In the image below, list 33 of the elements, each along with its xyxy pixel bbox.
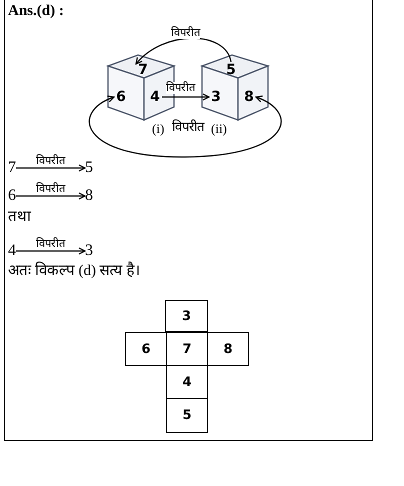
face-number: 6	[114, 89, 128, 105]
face-number: 4	[8, 242, 16, 260]
face-number: 5	[224, 62, 238, 78]
note-text: तथा	[8, 208, 31, 226]
net-face: 6	[125, 332, 167, 366]
net-face: 3	[165, 300, 208, 332]
face-number: 5	[85, 159, 93, 177]
edge-label: विपरीत	[172, 121, 204, 133]
face-number: 4	[148, 89, 162, 105]
curved-arrow	[89, 96, 282, 158]
face-number: 8	[85, 187, 93, 205]
face-number: 7	[136, 62, 150, 78]
arrow	[16, 247, 86, 255]
arrow	[16, 192, 86, 200]
cube-label: (ii)	[211, 120, 227, 138]
edge-label: विपरीत	[166, 82, 195, 94]
net-face: 5	[166, 398, 208, 433]
face-number: 7	[8, 159, 16, 177]
face-number: 3	[209, 89, 223, 105]
net-face: 4	[166, 365, 208, 399]
net-face: 8	[207, 332, 249, 366]
cube-label: (i)	[152, 120, 164, 138]
answer-heading: Ans.(d) :	[8, 2, 64, 20]
edge-label: विपरीत	[36, 183, 65, 195]
arrow	[162, 93, 210, 101]
face-number: 8	[242, 89, 256, 105]
edge-label: विपरीत	[171, 27, 200, 39]
arrow	[16, 164, 86, 172]
face-number: 3	[85, 242, 93, 260]
edge-label: विपरीत	[36, 238, 65, 250]
edge-label: विपरीत	[36, 155, 65, 167]
note-text: अतः विकल्प (d) सत्य है।	[8, 262, 140, 280]
face-number: 6	[8, 187, 16, 205]
